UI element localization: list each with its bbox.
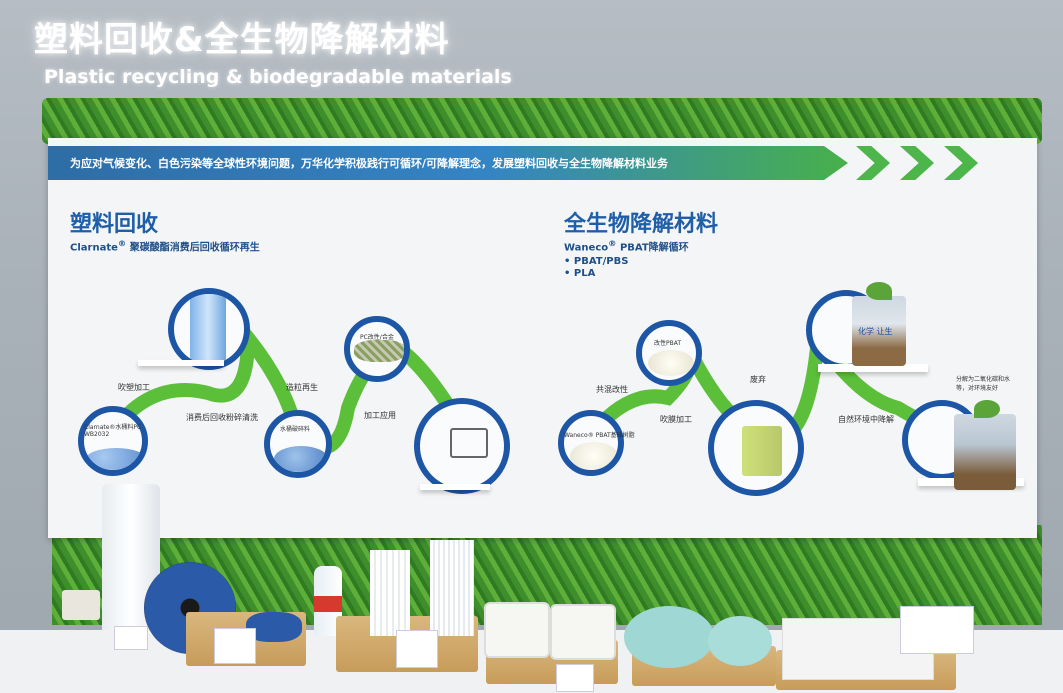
recycling-subtitle-row: Clarnate® 聚碳酸酯消费后回收循环再生 <box>70 238 260 253</box>
label-film-blowing: 吹膜加工 <box>660 415 692 424</box>
pbat-base-circle <box>558 410 624 476</box>
recycling-brand: Clarnate <box>70 242 118 254</box>
label-granules: 水桶破碎料 <box>280 426 311 433</box>
label-discard: 废弃 <box>750 375 766 384</box>
label-decompose: 分解为二氧化碳和水等，对环境友好 <box>956 376 1011 392</box>
label-natural-degrade: 自然环境中降解 <box>838 415 894 424</box>
product-card <box>214 628 256 664</box>
bottle-label <box>314 596 342 612</box>
pbat-pellets-image <box>570 442 618 470</box>
product-card <box>556 664 594 692</box>
bullet-pla: • PLA <box>564 268 596 279</box>
display-shelf <box>818 364 928 372</box>
display-shelf <box>420 484 490 490</box>
sample-jar <box>62 590 100 620</box>
label-resin: Clarnate®水桶料PC WB2032 <box>84 424 142 438</box>
bags-circle <box>708 400 804 496</box>
modified-pbat-circle <box>636 320 702 386</box>
plant-leaves <box>974 400 1000 418</box>
registered-mark: ® <box>117 238 127 248</box>
exhibit-title-english: Plastic recycling & biodegradable materi… <box>44 66 512 88</box>
food-container <box>550 604 616 660</box>
recycling-title: 塑料回收 <box>70 212 159 237</box>
biodegradable-title: 全生物降解材料 <box>564 212 719 237</box>
granule-circle <box>264 410 332 478</box>
product-card <box>396 630 438 668</box>
compost-bags-image <box>742 426 782 476</box>
label-pbat-base: Waneco® PBAT基础树脂 <box>564 432 635 439</box>
mission-banner: 为应对气候变化、白色污染等全球性环境问题，万华化学积极践行可循环/可降解理念，发… <box>48 146 848 180</box>
plant-jar-lower <box>954 400 1016 490</box>
alloy-pellets-image <box>354 340 404 362</box>
label-modified-pbat: 改性PBAT <box>654 340 682 347</box>
label-pelletize: 造粒再生 <box>286 383 318 392</box>
food-container <box>484 602 550 658</box>
label-processing: 加工应用 <box>364 411 396 420</box>
biodegradable-brand: Waneco <box>564 242 609 254</box>
foliage-top <box>42 98 1042 144</box>
crushed-granules-image <box>274 446 326 472</box>
display-shelf <box>138 360 224 366</box>
printer-circle <box>414 398 510 494</box>
utensils-cup <box>370 550 410 636</box>
modified-pbat-image <box>648 350 694 376</box>
water-bottle-image <box>190 294 226 364</box>
plant-bag-text: 化学 让生 <box>858 327 893 336</box>
bowl <box>708 616 772 666</box>
resin-granules-image <box>86 448 142 470</box>
mission-banner-text: 为应对气候变化、白色污染等全球性环境问题，万华化学积极践行可循环/可降解理念，发… <box>70 157 669 170</box>
label-blend-modify: 共混改性 <box>596 385 628 394</box>
label-blow-molding: 吹塑加工 <box>118 383 150 392</box>
label-collect-crush: 消费后回收粉碎清洗 <box>186 413 258 422</box>
plant-leaves <box>866 282 892 300</box>
water-bottle-circle <box>168 288 250 370</box>
recycling-subtitle: 聚碳酸酯消费后回收循环再生 <box>129 242 260 254</box>
biodegradable-subtitle-row: Waneco® PBAT降解循环 <box>564 238 689 253</box>
product-card <box>900 606 974 654</box>
printer-icon <box>450 428 488 458</box>
registered-mark: ® <box>608 238 617 248</box>
bullet-pbat-pbs: • PBAT/PBS <box>564 256 629 267</box>
product-card <box>114 626 148 650</box>
divided-plate <box>624 606 714 668</box>
plant-jar-upper: 化学 让生 <box>852 282 906 366</box>
label-alloy: PC改性/合金 <box>360 334 394 341</box>
resin-circle <box>78 406 148 476</box>
exhibit-title-chinese: 塑料回收&全生物降解材料 <box>34 20 450 60</box>
biodegradable-subtitle: PBAT降解循环 <box>619 242 689 254</box>
straws-cup <box>430 540 474 636</box>
alloy-circle <box>344 316 410 382</box>
